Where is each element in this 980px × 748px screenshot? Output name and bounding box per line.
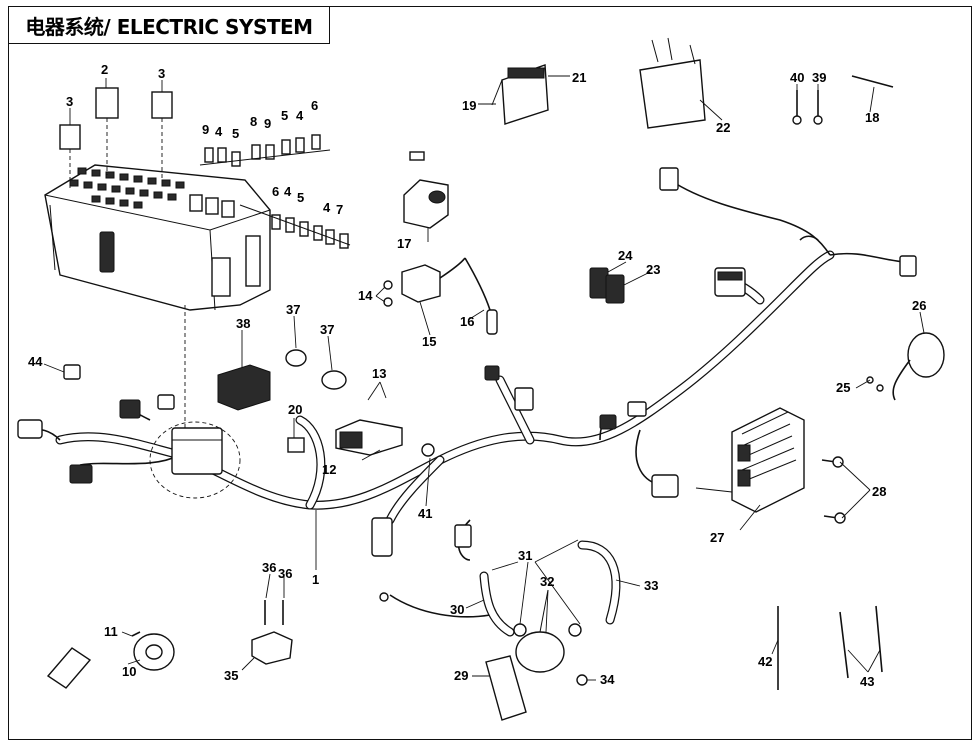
callout-31: 31 (518, 548, 532, 563)
callout-1: 1 (312, 572, 319, 587)
callout-22: 22 (716, 120, 730, 135)
callout-26: 26 (912, 298, 926, 313)
callout-17: 17 (397, 236, 411, 251)
diagram-frame (8, 6, 972, 740)
callout-labels: 1 2 3 3 4 4 4 4 5 5 5 6 6 7 8 9 9 10 11 … (28, 62, 926, 689)
callout-35: 35 (224, 668, 238, 683)
callout-5: 5 (297, 190, 304, 205)
callout-38: 38 (236, 316, 250, 331)
callout-10: 10 (122, 664, 136, 679)
callout-28: 28 (872, 484, 886, 499)
callout-2: 2 (101, 62, 108, 77)
callout-9: 9 (264, 116, 271, 131)
callout-24: 24 (618, 248, 633, 263)
callout-3: 3 (66, 94, 73, 109)
callout-6: 6 (311, 98, 318, 113)
callout-21: 21 (572, 70, 586, 85)
callout-6: 6 (272, 184, 279, 199)
callout-12: 12 (322, 462, 336, 477)
callout-19: 19 (462, 98, 476, 113)
callout-15: 15 (422, 334, 436, 349)
callout-25: 25 (836, 380, 850, 395)
callout-32: 32 (540, 574, 554, 589)
fuse-relay-box (44, 87, 351, 499)
callout-30: 30 (450, 602, 464, 617)
callout-41: 41 (418, 506, 432, 521)
callout-13: 13 (372, 366, 386, 381)
components (46, 37, 945, 721)
callout-4: 4 (215, 124, 223, 139)
callout-7: 7 (336, 202, 343, 217)
fuse-box-lid-pattern (69, 167, 235, 218)
callout-36: 36 (262, 560, 276, 575)
callout-4: 4 (284, 184, 292, 199)
callout-33: 33 (644, 578, 658, 593)
callout-37: 37 (286, 302, 300, 317)
callout-40: 40 (790, 70, 804, 85)
callout-11: 11 (104, 624, 118, 639)
callout-34: 34 (600, 672, 615, 687)
callout-18: 18 (865, 110, 879, 125)
callout-4: 4 (323, 200, 331, 215)
callout-5: 5 (281, 108, 288, 123)
callout-44: 44 (28, 354, 43, 369)
callout-16: 16 (460, 314, 474, 329)
callout-5: 5 (232, 126, 239, 141)
leader-lines (43, 75, 925, 681)
callout-23: 23 (646, 262, 660, 277)
callout-36: 36 (278, 566, 292, 581)
diagram-title: 电器系统/ ELECTRIC SYSTEM (8, 6, 330, 44)
callout-3: 3 (158, 66, 165, 81)
fuses (204, 134, 349, 249)
callout-39: 39 (812, 70, 826, 85)
callout-42: 42 (758, 654, 772, 669)
callout-4: 4 (296, 108, 304, 123)
callout-37: 37 (320, 322, 334, 337)
callout-9: 9 (202, 122, 209, 137)
callout-29: 29 (454, 668, 468, 683)
callout-27: 27 (710, 530, 724, 545)
callout-43: 43 (860, 674, 874, 689)
callout-20: 20 (288, 402, 302, 417)
callout-14: 14 (358, 288, 373, 303)
callout-8: 8 (250, 114, 257, 129)
